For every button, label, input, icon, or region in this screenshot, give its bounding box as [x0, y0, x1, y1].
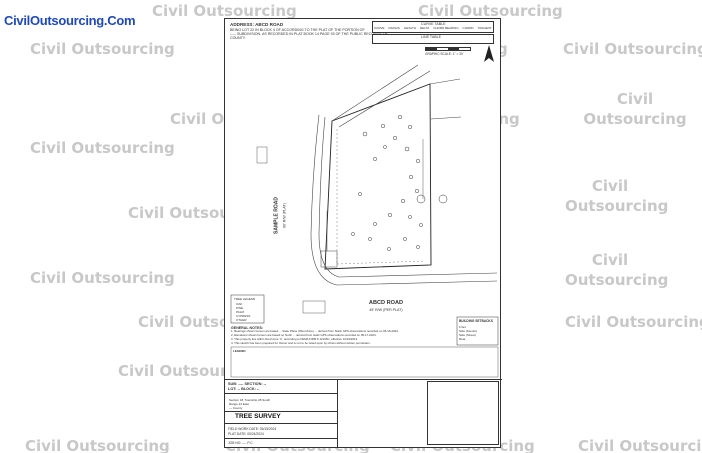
curve-col-header: RADIUS [388, 26, 400, 30]
general-note: 3. This property lies within flood zone … [231, 337, 358, 341]
setback-item: Rear [459, 337, 466, 341]
watermark: Civil Outsourcing [30, 139, 175, 157]
tree-symbols [351, 114, 423, 251]
general-note: 1. Bearings shown hereon are based ... S… [231, 329, 399, 333]
line-table-title: LINE TABLE [421, 35, 442, 39]
north-arrow-icon [484, 45, 494, 62]
drawing-title: TREE SURVEY [235, 413, 281, 420]
plat-date: PLAT DATE: 05/24/2024 [228, 432, 264, 436]
general-notes-title: GENERAL NOTES: [231, 326, 264, 330]
title-block-vertical-divider [337, 379, 338, 448]
watermark: Civil Outsourcing [30, 40, 175, 58]
sheet-line: Section 18, Township 28 South [229, 398, 271, 402]
watermark: Civil Outsourcing [418, 2, 563, 20]
sheet-line: --- County [229, 406, 243, 410]
curve-col-header: CHORD [462, 26, 474, 30]
watermark: Civil Outsourcing [30, 269, 175, 287]
tree-legend-item: CYPRESS [236, 314, 251, 318]
tree-legend-item: OAK [236, 302, 243, 306]
curve-col-header: LENGTH [403, 26, 416, 30]
general-note: 2. Elevations shown hereon are based on … [231, 333, 377, 337]
curve-col-header: DELTA [419, 26, 430, 30]
curve-col-header: CURVE [374, 26, 385, 30]
road-sublabel-west: 60' R/W (PLAT) [282, 203, 287, 228]
sheet-line: Range 24 East [229, 402, 249, 406]
legal-line: BEING LOT 22 IN BLOCK 4 OF ACCORDING TO … [230, 28, 365, 32]
subdivision-header: SUB: ---- SECTION: -- [228, 382, 267, 386]
general-note: 4. This sketch has been prepared for Own… [231, 341, 371, 345]
legal-line: ----- SUBDIVISION, AS RECORDED IN PLAT B… [230, 32, 388, 36]
watermark: Civil Outsourcing [25, 437, 170, 453]
tree-legend-item: PINE [236, 306, 244, 310]
curve-table-header-row: CURVE RADIUS LENGTH DELTA CHORD BEARING … [374, 26, 492, 30]
title-block-divider [225, 379, 502, 380]
address-header: ADDRESS: ABCD ROAD [230, 22, 284, 27]
job-number: JOB NO: ---- P.C. [228, 441, 254, 445]
setback-item: Side (Interior) [459, 329, 478, 333]
watermark: Civil Outsourcing [152, 2, 297, 20]
graphic-scale-label: GRAPHIC SCALE: 1" = 30' [425, 52, 464, 56]
divider [225, 423, 337, 424]
setback-item: Front [459, 325, 467, 329]
setback-item: Side (Street) [459, 333, 476, 337]
watermark: Civil Outsourcing [565, 177, 669, 215]
road-label-west: SAMPLE ROAD [273, 197, 280, 234]
divider [225, 411, 337, 412]
brand-logo: CivilOutsourcing.Com [4, 13, 136, 28]
legend-title: LEGEND [233, 349, 246, 353]
certification-box [427, 381, 499, 445]
field-work-date: FIELD WORK DATE: 05/15/2024 [228, 427, 277, 431]
tree-legend-item: OTHER [236, 318, 247, 322]
curve-table: CURVE TABLE CURVE RADIUS LENGTH DELTA CH… [372, 21, 494, 33]
watermark: Civil Outsourcing [578, 437, 702, 453]
divider [225, 438, 337, 439]
watermark: Civil Outsourcing [583, 90, 687, 128]
curve-col-header: TANGENT [477, 26, 492, 30]
watermark: Civil Outsourcing [565, 313, 702, 331]
curve-table-title: CURVE TABLE [421, 22, 446, 26]
survey-sheet: ADDRESS: ABCD ROAD BEING LOT 22 IN BLOCK… [224, 18, 502, 448]
divider [225, 393, 337, 394]
tree-legend-title: TREE LEGEND [234, 297, 256, 301]
watermark: Civil Outsourcing [563, 40, 702, 58]
tree-legend-item: PALM [236, 310, 244, 314]
road-label-south: ABCD ROAD [368, 300, 404, 306]
graphic-scale-bar [425, 47, 471, 51]
setbacks-title: BUILDING SETBACKS [459, 319, 493, 323]
site-plan-drawing [230, 64, 499, 378]
legal-line: COUNTY. [230, 36, 246, 40]
lot-block: LOT: -- BLOCK: -- [228, 387, 260, 391]
curve-col-header: CHORD BEARING [433, 26, 459, 30]
watermark: Civil Outsourcing [565, 251, 669, 289]
line-table: LINE TABLE [372, 34, 494, 44]
road-sublabel-south: 45' R/W (PER PLAT) [369, 308, 403, 312]
